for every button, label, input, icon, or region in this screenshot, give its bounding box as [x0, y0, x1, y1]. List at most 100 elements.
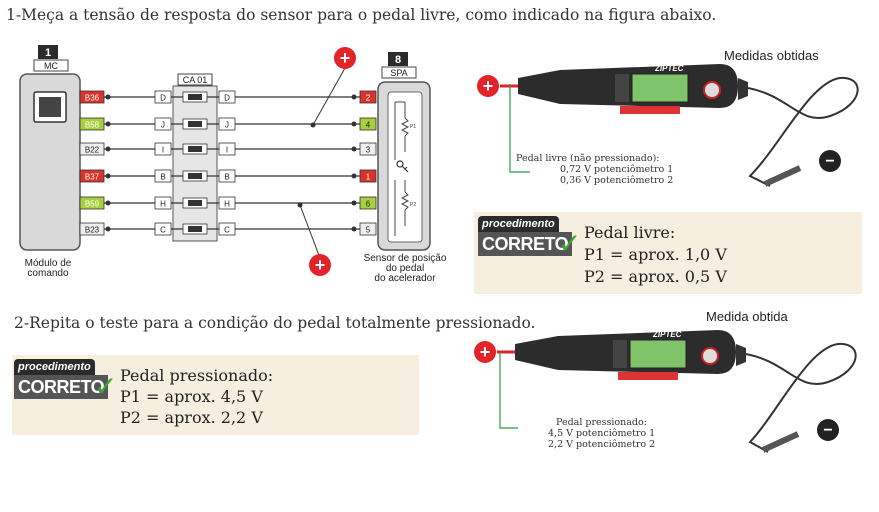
pointer-line [499, 352, 518, 429]
spa-label: SPA [390, 68, 407, 78]
connector-pin-box [154, 117, 172, 131]
spa-pin-label: 3 [366, 146, 371, 155]
check-icon: ✓ [558, 227, 582, 260]
ca-label: CA 01 [183, 75, 208, 85]
top-multimeter: + ZIPTEC − [477, 64, 859, 187]
mc-caption-1: Módulo de [25, 258, 72, 269]
spa-pin-box [359, 169, 377, 183]
connector-pin-label: C [224, 226, 230, 235]
spa-caption-2: do pedal [386, 263, 424, 274]
cable [747, 76, 859, 187]
top-measure-title: Medidas obtidas [724, 48, 819, 63]
pointer-line [509, 84, 530, 173]
top-measure-line1: Pedal livre (não pressionado): [516, 153, 660, 164]
connector-pin-label: H [224, 200, 230, 209]
svg-text:+: + [315, 255, 326, 275]
lcd-screen [631, 73, 689, 103]
spa-pin-label: 1 [366, 173, 371, 182]
spa-pin-label: 5 [366, 226, 371, 235]
svg-text:−: − [823, 422, 832, 439]
brand-label: ZIPTEC [652, 330, 682, 339]
check-icon: ✓ [94, 370, 118, 403]
result-free-p1: P1 = aprox. 1,0 V [584, 245, 727, 264]
connector-pin-label: D [160, 94, 166, 103]
result-free-panel: procedimento CORRETO ✓ Pedal livre: P1 =… [474, 212, 862, 294]
connector-pin-label: I [226, 146, 228, 155]
spa-pin-box [359, 90, 377, 104]
connector-pin-box [154, 142, 172, 156]
step-2-instruction: 2-Repita o teste para a condição do peda… [14, 314, 536, 332]
brand-label: ZIPTEC [654, 64, 684, 73]
svg-text:+: + [340, 48, 351, 68]
plus-probe-icon [474, 341, 496, 363]
mc-number-box [38, 45, 58, 59]
bottom-measure-title: Medida obtida [706, 309, 788, 324]
spa-pin-box [359, 222, 377, 236]
correct-badge-free: procedimento CORRETO ✓ [478, 216, 588, 266]
mc-pin-label: B22 [85, 146, 100, 155]
mc-pin-label: B23 [85, 226, 100, 235]
connector-pin-label: C [160, 226, 166, 235]
connector-pin-box [218, 142, 236, 156]
connector-pin-label: I [162, 146, 164, 155]
connector-pin-label: B [160, 173, 165, 182]
connector-body [172, 85, 218, 242]
connector-pin-box [154, 169, 172, 183]
plus-marker-top [334, 47, 356, 69]
spa-pin-label: 4 [366, 121, 371, 130]
top-measure-line2: 0,72 V potenciômetro 1 [560, 164, 674, 175]
connector-pin-box [218, 222, 236, 236]
result-pressed-panel: procedimento CORRETO ✓ Pedal pressionado… [12, 355, 419, 435]
spa-pin-label: 6 [366, 200, 371, 209]
connector-pin-box [154, 90, 172, 104]
connector-pin-label: D [224, 94, 230, 103]
connector-pin-box [218, 196, 236, 210]
spa-caption-1: Sensor de posição [364, 253, 447, 264]
mc-pin-box [79, 142, 105, 156]
spa-number: 8 [395, 54, 401, 66]
spa-caption-3: do acelerador [374, 273, 436, 284]
spa-pin-box [359, 196, 377, 210]
result-pressed-p2: P2 = aprox. 2,2 V [120, 408, 263, 427]
connector-pin-label: B [224, 173, 229, 182]
mc-pin-label: B58 [85, 121, 100, 130]
result-pressed-p1: P1 = aprox. 4,5 V [120, 387, 263, 406]
bottom-multimeter: + ZIPTEC − [474, 330, 857, 453]
connector-pin-label: J [225, 121, 229, 130]
minus-probe-icon [819, 150, 841, 172]
key-icon [396, 160, 404, 168]
result-pressed-title: Pedal pressionado: [120, 366, 274, 385]
p1-label: P1 [410, 124, 416, 130]
connector-pin-box [154, 196, 172, 210]
correct-badge-pressed: procedimento CORRETO ✓ [14, 359, 124, 409]
connector-pin-box [154, 222, 172, 236]
result-free-p2: P2 = aprox. 0,5 V [584, 267, 727, 286]
lcd-screen [629, 339, 687, 369]
bottom-measure-line2: 4,5 V potenciômetro 1 [548, 428, 656, 439]
spa-pin-box [359, 142, 377, 156]
svg-text:+: + [483, 76, 494, 96]
mc-pin-box [79, 196, 105, 210]
cable [745, 342, 857, 453]
connector-pin-box [218, 169, 236, 183]
result-free-title: Pedal livre: [584, 223, 676, 242]
connector-pin-box [218, 90, 236, 104]
mc-pin-box [79, 169, 105, 183]
spa-pin-label: 2 [366, 94, 371, 103]
wiring-diagram: 1 MC Módulo de comando CA 01 8 SPA P1 P2… [19, 45, 447, 284]
mc-pin-label: B59 [85, 200, 100, 209]
p2-label: P2 [410, 202, 416, 208]
svg-text:−: − [825, 153, 834, 170]
bottom-measure-line1: Pedal pressionado: [556, 417, 647, 428]
plus-probe-icon [477, 75, 499, 97]
mc-pin-label: B36 [85, 94, 100, 103]
minus-probe-icon [817, 419, 839, 441]
mc-pin-label: B37 [85, 173, 100, 182]
mc-pin-box [79, 90, 105, 104]
svg-text:+: + [480, 342, 491, 362]
mc-label: MC [44, 61, 58, 71]
mc-number: 1 [45, 47, 51, 59]
connector-pin-label: H [160, 200, 166, 209]
connector-pin-label: J [161, 121, 165, 130]
